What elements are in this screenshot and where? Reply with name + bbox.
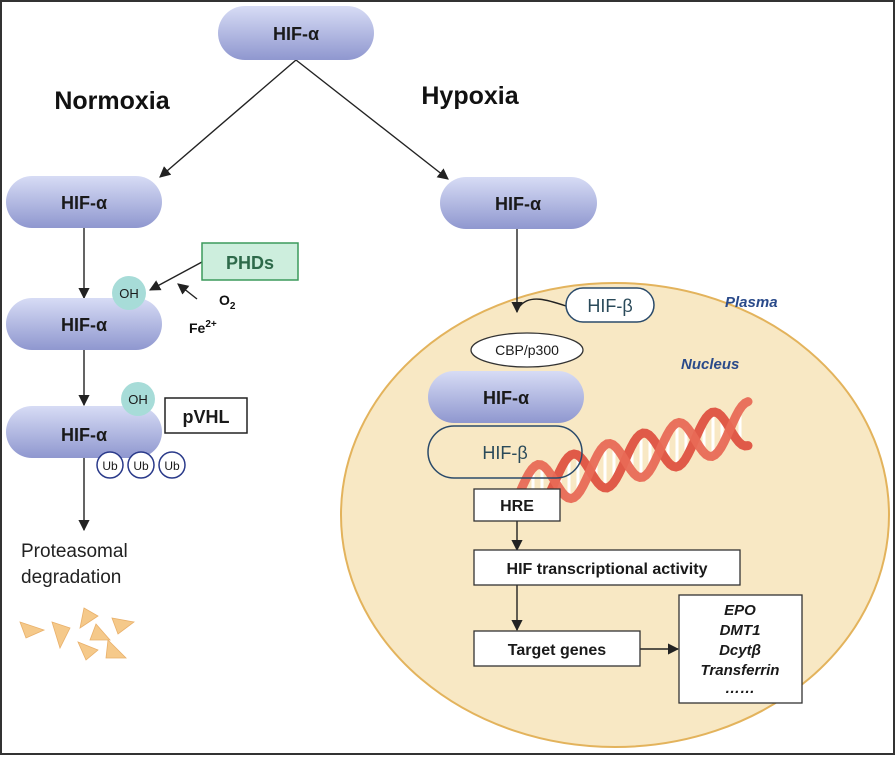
arrow-phds-to-oh	[149, 261, 203, 291]
svg-text:OH: OH	[128, 392, 148, 407]
svg-text:Ub: Ub	[102, 459, 118, 473]
pathway-arrows	[78, 59, 680, 655]
nucleus-label: Nucleus	[681, 356, 739, 373]
plasma-label: Plasma	[725, 294, 778, 311]
normoxia-title: Normoxia	[54, 87, 170, 115]
fragment	[51, 621, 71, 650]
fe2-label: Fe2+	[189, 319, 217, 336]
hif-alpha-hypoxia-1: HIF-α	[440, 177, 597, 229]
fragment	[79, 607, 99, 629]
arrow-top-to-normoxia	[159, 59, 297, 178]
hif-alpha-normoxia-3: HIF-α	[6, 406, 162, 458]
fragment	[77, 641, 99, 661]
gene-item: ……	[725, 680, 755, 697]
gene-list-box: EPO DMT1 Dcytβ Transferrin ……	[678, 594, 803, 704]
o2-label: O2	[219, 292, 236, 312]
gene-item: DMT1	[720, 622, 761, 639]
svg-text:CBP/p300: CBP/p300	[495, 342, 559, 358]
hif-activity-box: HIF transcriptional activity	[473, 549, 741, 586]
hif-alpha-normoxia-2: HIF-α	[6, 298, 162, 350]
svg-text:OH: OH	[119, 286, 139, 301]
svg-text:HIF transcriptional activity: HIF transcriptional activity	[507, 561, 708, 578]
svg-text:HIF-α: HIF-α	[483, 388, 529, 408]
cbp-p300: CBP/p300	[470, 332, 584, 368]
arrow-top-to-hypoxia	[295, 59, 449, 180]
svg-text:Ub: Ub	[164, 459, 180, 473]
hif-alpha-normoxia-1: HIF-α	[6, 176, 162, 228]
hre-box: HRE	[473, 488, 561, 522]
ub-circle-3: Ub	[158, 451, 186, 479]
gene-item: Dcytβ	[719, 642, 761, 659]
degradation-line-2: degradation	[21, 567, 121, 588]
svg-text:HIF-α: HIF-α	[61, 425, 107, 445]
arrow-o2	[177, 283, 198, 300]
fragment	[105, 639, 127, 659]
gene-item: EPO	[724, 602, 756, 619]
target-genes-box: Target genes	[473, 630, 641, 667]
svg-text:HRE: HRE	[500, 498, 534, 515]
fragment	[89, 623, 111, 641]
ub-circle-1: Ub	[96, 451, 124, 479]
gene-item: Transferrin	[701, 662, 780, 679]
svg-text:PHDs: PHDs	[226, 253, 274, 273]
hypoxia-title: Hypoxia	[421, 82, 519, 110]
svg-text:HIF-α: HIF-α	[273, 24, 319, 44]
protein-fragments	[19, 607, 135, 661]
svg-text:HIF-α: HIF-α	[61, 315, 107, 335]
svg-text:HIF-β: HIF-β	[482, 443, 527, 463]
fragment	[111, 617, 135, 635]
hif-alpha-top: HIF-α	[218, 6, 374, 60]
svg-text:Target genes: Target genes	[508, 642, 607, 659]
ub-circle-2: Ub	[127, 451, 155, 479]
phds-box: PHDs	[201, 242, 299, 281]
hif-beta-nucleus: HIF-β	[427, 425, 583, 479]
svg-text:HIF-α: HIF-α	[495, 194, 541, 214]
oh-circle-1: OH	[112, 276, 146, 310]
svg-text:HIF-α: HIF-α	[61, 193, 107, 213]
hif-beta-plasma: HIF-β	[565, 287, 655, 323]
cell-membrane	[340, 282, 890, 748]
degradation-line-1: Proteasomal	[21, 541, 128, 562]
pvhl-box: pVHL	[164, 397, 248, 434]
hif-alpha-nucleus: HIF-α	[428, 371, 584, 423]
svg-text:HIF-β: HIF-β	[587, 296, 632, 316]
fragment	[19, 621, 46, 639]
svg-text:Ub: Ub	[133, 459, 149, 473]
arrow-hif-beta-join	[519, 298, 567, 307]
oh-circle-2: OH	[121, 382, 155, 416]
svg-text:pVHL: pVHL	[183, 407, 230, 427]
